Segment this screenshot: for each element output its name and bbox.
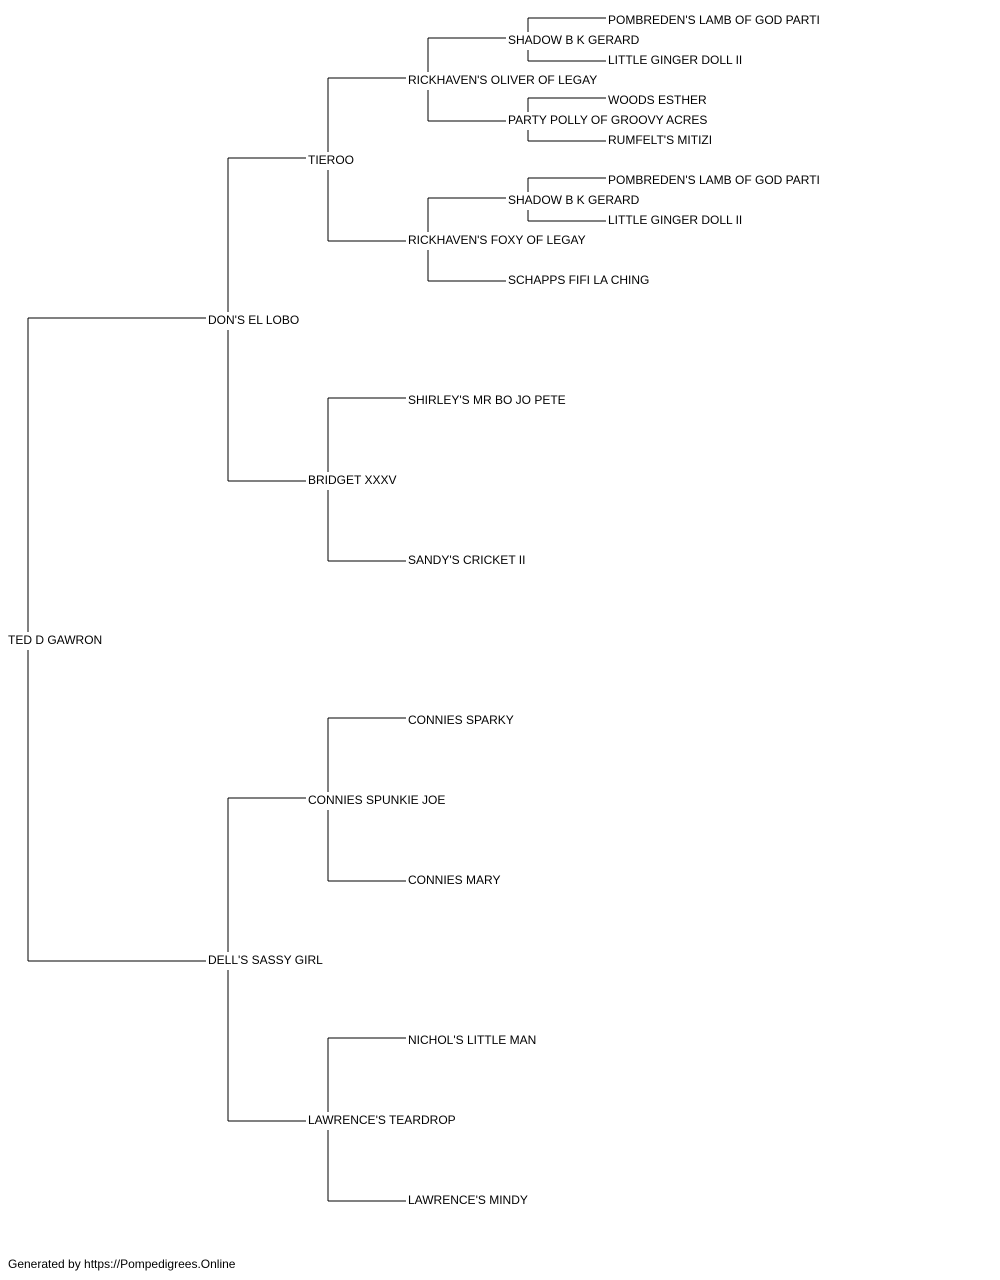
pedigree-name: DELL'S SASSY GIRL: [208, 953, 323, 967]
pedigree-name: BRIDGET XXXV: [308, 473, 396, 487]
pedigree-name: SHIRLEY'S MR BO JO PETE: [408, 393, 566, 407]
pedigree-name: CONNIES MARY: [408, 873, 500, 887]
pedigree-name: PARTY POLLY OF GROOVY ACRES: [508, 113, 707, 127]
pedigree-name: LAWRENCE'S MINDY: [408, 1193, 528, 1207]
pedigree-name: SCHAPPS FIFI LA CHING: [508, 273, 649, 287]
pedigree-name: RICKHAVEN'S OLIVER OF LEGAY: [408, 73, 597, 87]
pedigree-name: WOODS ESTHER: [608, 93, 707, 107]
pedigree-name: CONNIES SPARKY: [408, 713, 514, 727]
pedigree-name: TED D GAWRON: [8, 633, 102, 647]
footer-credit: Generated by https://Pompedigrees.Online: [8, 1257, 236, 1271]
pedigree-name: LITTLE GINGER DOLL II: [608, 53, 742, 67]
pedigree-names: TED D GAWRON DON'S EL LOBO TIEROO RICKHAVEN…: [8, 13, 820, 1207]
pedigree-name: RICKHAVEN'S FOXY OF LEGAY: [408, 233, 586, 247]
pedigree-name: LAWRENCE'S TEARDROP: [308, 1113, 456, 1127]
pedigree-name: POMBREDEN'S LAMB OF GOD PARTI: [608, 173, 820, 187]
pedigree-name: SHADOW B K GERARD: [508, 193, 640, 207]
pedigree-name: POMBREDEN'S LAMB OF GOD PARTI: [608, 13, 820, 27]
pedigree-name: CONNIES SPUNKIE JOE: [308, 793, 445, 807]
pedigree-name: DON'S EL LOBO: [208, 313, 299, 327]
pedigree-name: LITTLE GINGER DOLL II: [608, 213, 742, 227]
pedigree-name: TIEROO: [308, 153, 354, 167]
pedigree-connector-lines: [27, 17, 606, 1202]
pedigree-name: NICHOL'S LITTLE MAN: [408, 1033, 536, 1047]
pedigree-name: SHADOW B K GERARD: [508, 33, 640, 47]
pedigree-name: SANDY'S CRICKET II: [408, 553, 525, 567]
pedigree-name: RUMFELT'S MITIZI: [608, 133, 712, 147]
